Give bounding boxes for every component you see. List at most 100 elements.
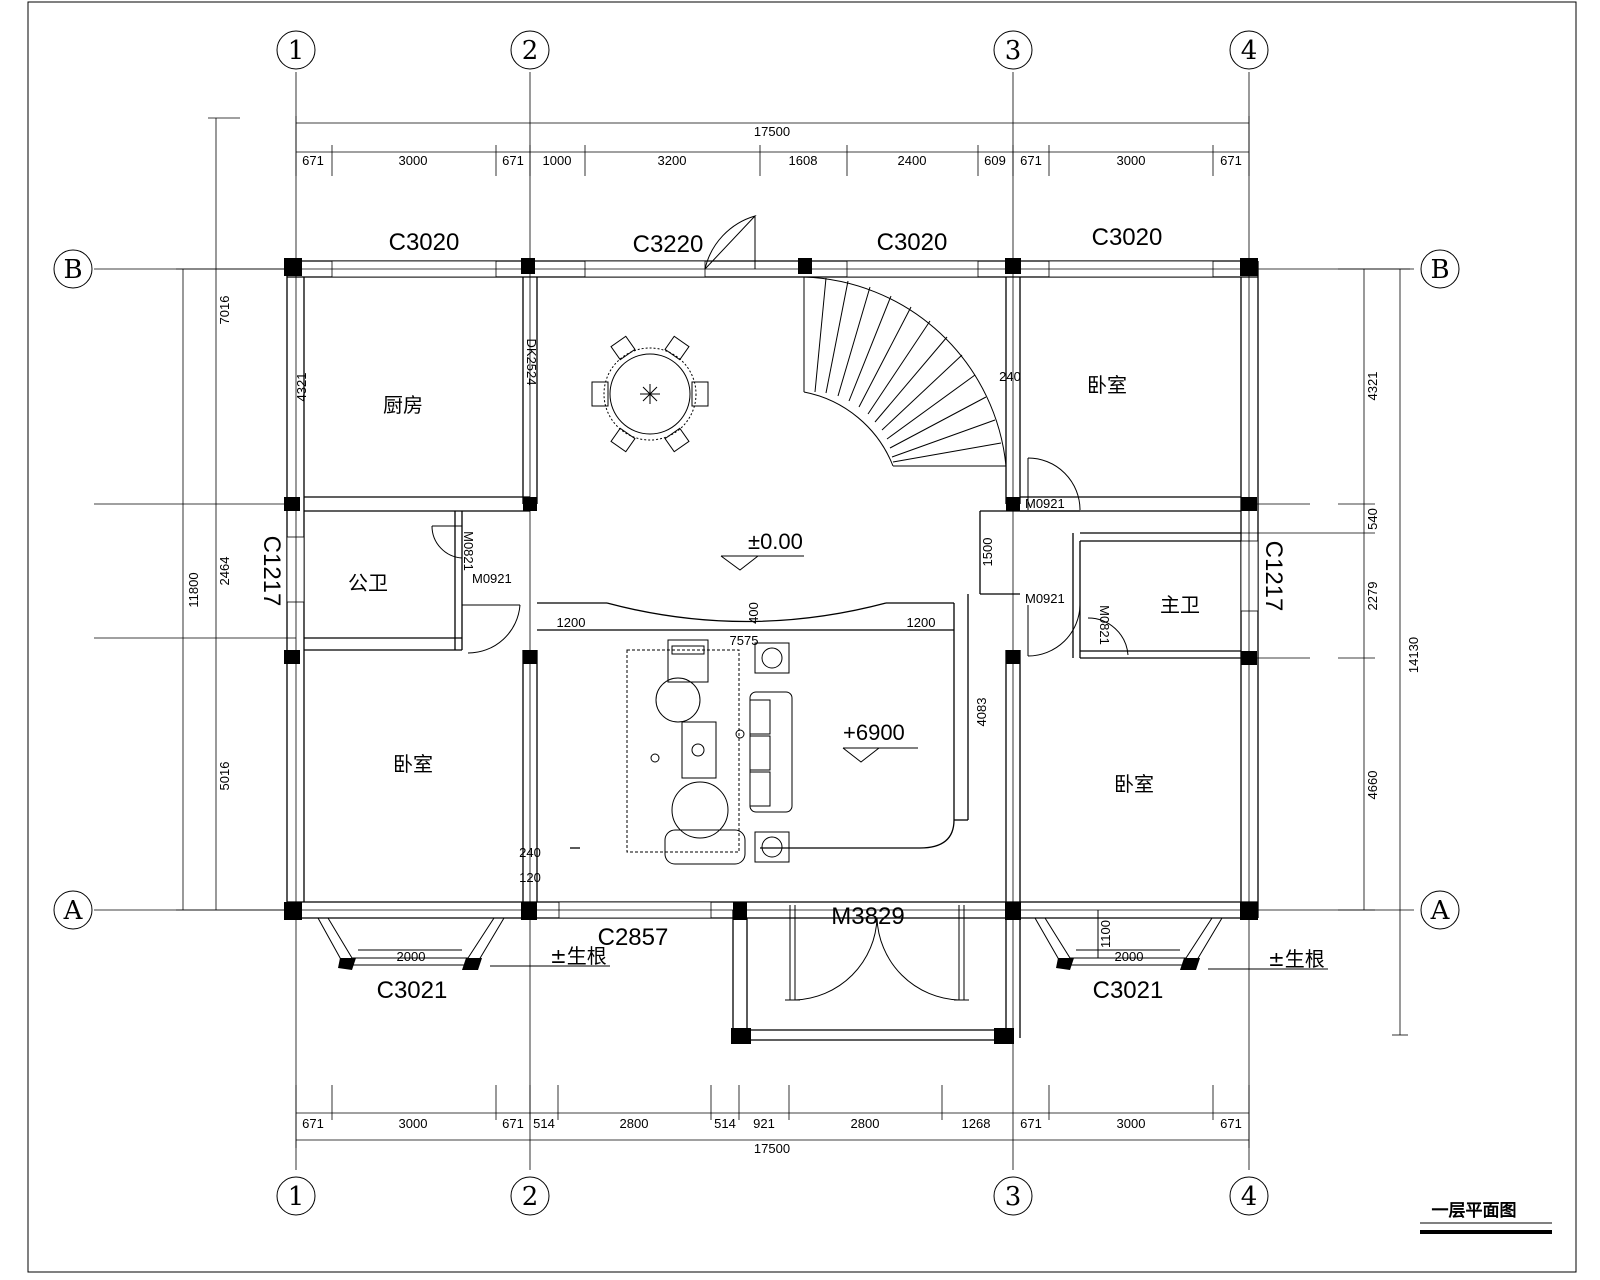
axis-label-2-top: 2 [522, 36, 539, 66]
axis-label-b-right: B [1430, 255, 1449, 285]
bay-window-corners [338, 958, 1200, 970]
top-dim-5: 3200 [658, 153, 687, 168]
level-markers [720, 555, 918, 763]
bottom-dim-12: 671 [1220, 1116, 1242, 1131]
top-dim-3: 671 [502, 153, 524, 168]
axis-label-a-left: A [63, 896, 84, 926]
bottom-dim-2: 3000 [399, 1116, 428, 1131]
wall-thickness-240: 240 [519, 845, 541, 860]
left-dimension-lines [176, 117, 296, 911]
top-dim-2: 3000 [399, 153, 428, 168]
window-label-c3020-kitchen: C3020 [389, 229, 460, 256]
axis-lines [94, 72, 1414, 1170]
window-label-c3020-stair: C3020 [877, 229, 948, 256]
living-depth-dim: 4083 [974, 698, 989, 727]
axis-label-b-left: B [63, 255, 82, 285]
axis-label-3-top: 3 [1005, 36, 1022, 66]
window-label-c3021-right: C3021 [1093, 977, 1164, 1004]
axis-label-1-bottom: 1 [288, 1182, 305, 1212]
axis-label-1-top: 1 [288, 36, 305, 66]
door-label-m0921-bedroom-se: M0921 [1025, 591, 1065, 606]
top-total-dim: 17500 [754, 124, 790, 139]
top-dim-7: 2400 [898, 153, 927, 168]
bottom-dim-5: 2800 [620, 1116, 649, 1131]
bottom-dimension-lines [295, 1085, 1250, 1148]
right-dim-4: 4660 [1365, 771, 1380, 800]
top-dim-6: 1608 [789, 153, 818, 168]
ground-level-right: ±生根 [1268, 947, 1325, 971]
axis-bubbles [53, 30, 1460, 1216]
arc-offset-dim: 400 [746, 602, 761, 624]
bottom-dim-10: 671 [1020, 1116, 1042, 1131]
top-dim-1: 671 [302, 153, 324, 168]
level-label-floor: ±0.00 [748, 529, 803, 554]
window-label-c2857: C2857 [598, 924, 669, 951]
room-label-bedroom-west: 卧室 [393, 752, 433, 776]
top-windows [286, 260, 1259, 919]
axis-label-2-bottom: 2 [522, 1182, 539, 1212]
axis-label-a-right: A [1430, 896, 1451, 926]
right-dim-3: 2279 [1365, 582, 1380, 611]
axis-label-4-top: 4 [1241, 36, 1258, 66]
axis-label-3-bottom: 3 [1005, 1182, 1022, 1212]
room-label-master-bath: 主卫 [1160, 593, 1200, 617]
living-room-furniture [626, 639, 793, 865]
room-label-public-bath: 公卫 [348, 571, 388, 595]
right-dim-1: 4321 [1365, 372, 1380, 401]
door-label-m0921-bath: M0921 [472, 571, 512, 586]
main-entrance-door [785, 905, 969, 1001]
top-dim-8: 609 [984, 153, 1006, 168]
bottom-dim-4: 514 [533, 1116, 555, 1131]
bay-left-width: 2000 [397, 949, 426, 964]
bottom-dim-11: 3000 [1117, 1116, 1146, 1131]
living-left-width-dim: 1200 [557, 615, 586, 630]
bay-depth-dim: 1100 [1098, 920, 1113, 948]
living-marker-dim: 7575 [730, 633, 759, 648]
bottom-dim-1: 671 [302, 1116, 324, 1131]
room-label-kitchen: 厨房 [383, 393, 423, 417]
left-dim-mid: 2464 [217, 557, 232, 586]
axis-label-4-bottom: 4 [1241, 1182, 1258, 1212]
interior-doors [431, 457, 1129, 657]
wall-thickness-120: 120 [519, 870, 541, 885]
left-dim-top: 7016 [217, 296, 232, 325]
top-dim-11: 671 [1220, 153, 1242, 168]
bay-windows [317, 917, 1223, 966]
bottom-dim-9: 1268 [962, 1116, 991, 1131]
bay-right-width: 2000 [1115, 949, 1144, 964]
stair-wall-thickness: 240 [999, 369, 1021, 384]
curved-staircase [803, 276, 1007, 467]
bottom-dim-3: 671 [502, 1116, 524, 1131]
corridor-width-dim: 1500 [980, 538, 995, 567]
top-dimension-lines [295, 116, 1250, 176]
dining-table [591, 335, 709, 453]
top-dim-10: 3000 [1117, 153, 1146, 168]
ground-level-left: ±生根 [550, 944, 607, 968]
window-label-c1217-right: C1217 [1260, 541, 1287, 612]
opening-label-dk2524: DK2524 [524, 339, 539, 386]
living-right-width-dim: 1200 [907, 615, 936, 630]
window-label-c3021-left: C3021 [377, 977, 448, 1004]
window-label-c1217-left: C1217 [258, 536, 285, 607]
right-dim-2: 540 [1365, 508, 1380, 530]
room-label-bedroom-southeast: 卧室 [1114, 772, 1154, 796]
top-dim-4: 1000 [543, 153, 572, 168]
top-entry-door-swing [704, 215, 757, 270]
top-dim-9: 671 [1020, 153, 1042, 168]
left-dim-bottom: 5016 [217, 762, 232, 791]
drawing-title: 一层平面图 [1432, 1201, 1517, 1221]
bottom-dim-8: 2800 [851, 1116, 880, 1131]
kitchen-height-dim: 4321 [294, 373, 309, 402]
structural-columns [284, 258, 1258, 1044]
door-label-m0921-bedroom-ne: M0921 [1025, 496, 1065, 511]
drawing-frame [27, 1, 1577, 1273]
left-total-dim: 11800 [186, 572, 201, 607]
window-label-c3020-bedroom: C3020 [1092, 224, 1163, 251]
bottom-dim-6: 514 [714, 1116, 736, 1131]
door-label-m0821-bath: M0821 [461, 531, 476, 571]
door-label-m3829: M3829 [831, 903, 904, 930]
bottom-total-dim: 17500 [754, 1141, 790, 1156]
level-label-living: +6900 [843, 720, 905, 745]
window-label-c3220: C3220 [633, 231, 704, 258]
